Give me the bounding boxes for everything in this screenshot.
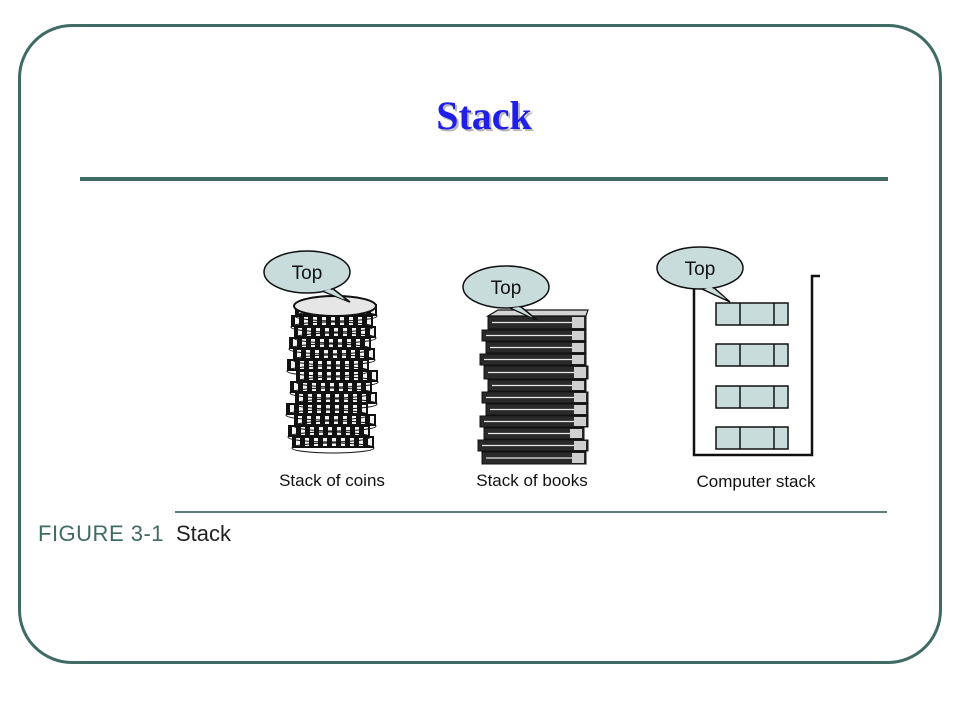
top-label-coins: Top: [292, 263, 323, 284]
book-stack-icon: [477, 309, 589, 465]
figure-number: FIGURE 3-1: [38, 521, 165, 546]
top-bubble-coins: Top: [263, 250, 351, 303]
top-bubble-computer: Top: [656, 246, 744, 303]
title-divider: [80, 177, 888, 181]
top-label-computer: Top: [685, 259, 716, 280]
caption-divider: [175, 511, 887, 513]
slide-frame: [18, 24, 942, 664]
label-stack-of-books: Stack of books: [476, 471, 588, 490]
top-bubble-books: Top: [462, 265, 550, 321]
computer-stack-icon: [692, 274, 820, 457]
label-stack-of-coins: Stack of coins: [279, 471, 385, 490]
coin-stack-icon: [285, 295, 379, 454]
figure-caption: Stack: [176, 521, 232, 546]
slide-title: Stack: [436, 93, 532, 138]
label-computer-stack: Computer stack: [696, 472, 816, 491]
top-label-books: Top: [491, 278, 522, 299]
